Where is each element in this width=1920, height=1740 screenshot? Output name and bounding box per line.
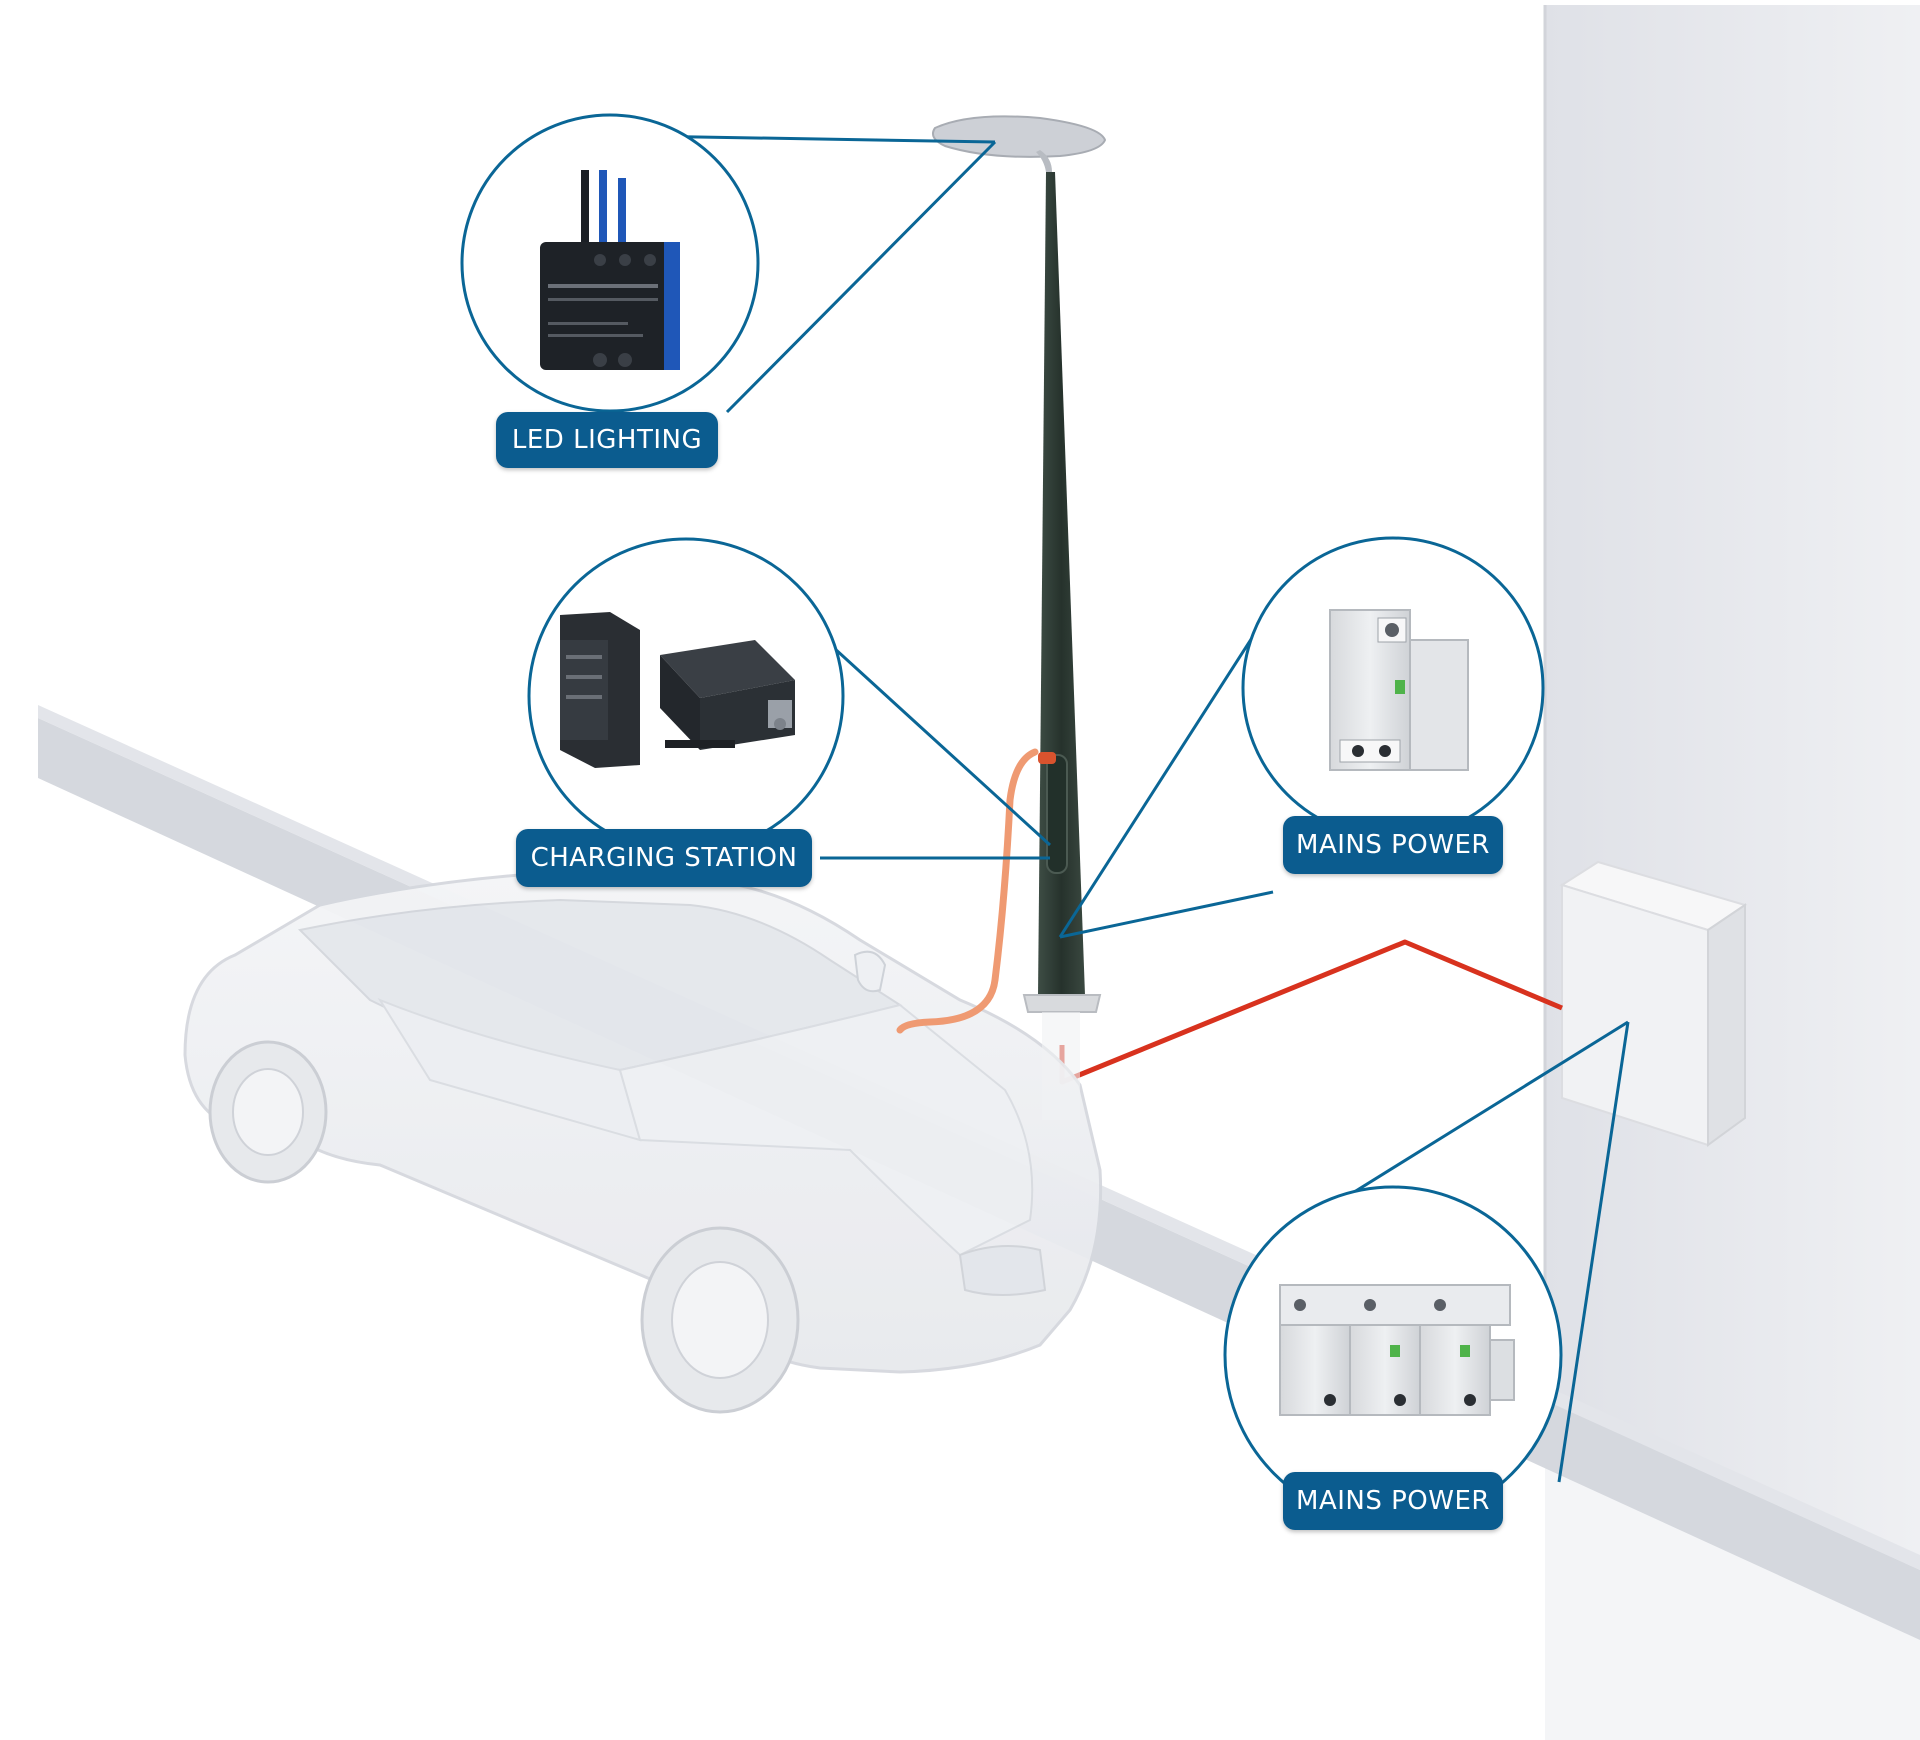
din-rail-surge-protector-icon <box>1329 609 1469 771</box>
street-lamp-pole <box>1022 172 1102 1120</box>
led-lighting-detail <box>460 113 760 413</box>
din-rail-surge-protector-icon <box>1279 1284 1515 1416</box>
surge-protector-module-icon <box>660 640 795 750</box>
mains-power-detail-upper <box>1241 536 1545 840</box>
electric-car-icon <box>183 870 1103 1414</box>
electrical-cabinet-icon <box>1559 860 1748 1147</box>
charging-station-detail <box>527 537 845 855</box>
feed-cable <box>1059 939 1563 1085</box>
mains-power-label-upper: MAINS POWER <box>1283 816 1503 874</box>
street-lamp-head-icon <box>932 115 1107 172</box>
led-lighting-label: LED LIGHTING <box>496 412 718 468</box>
charging-cable <box>896 748 1039 1034</box>
din-rail-surge-protector-icon <box>560 612 640 768</box>
callout-lines <box>639 134 1630 1483</box>
surge-protector-module-icon <box>540 170 680 370</box>
charging-station-label: CHARGING STATION <box>516 829 812 887</box>
mains-power-label-lower: MAINS POWER <box>1283 1472 1503 1530</box>
